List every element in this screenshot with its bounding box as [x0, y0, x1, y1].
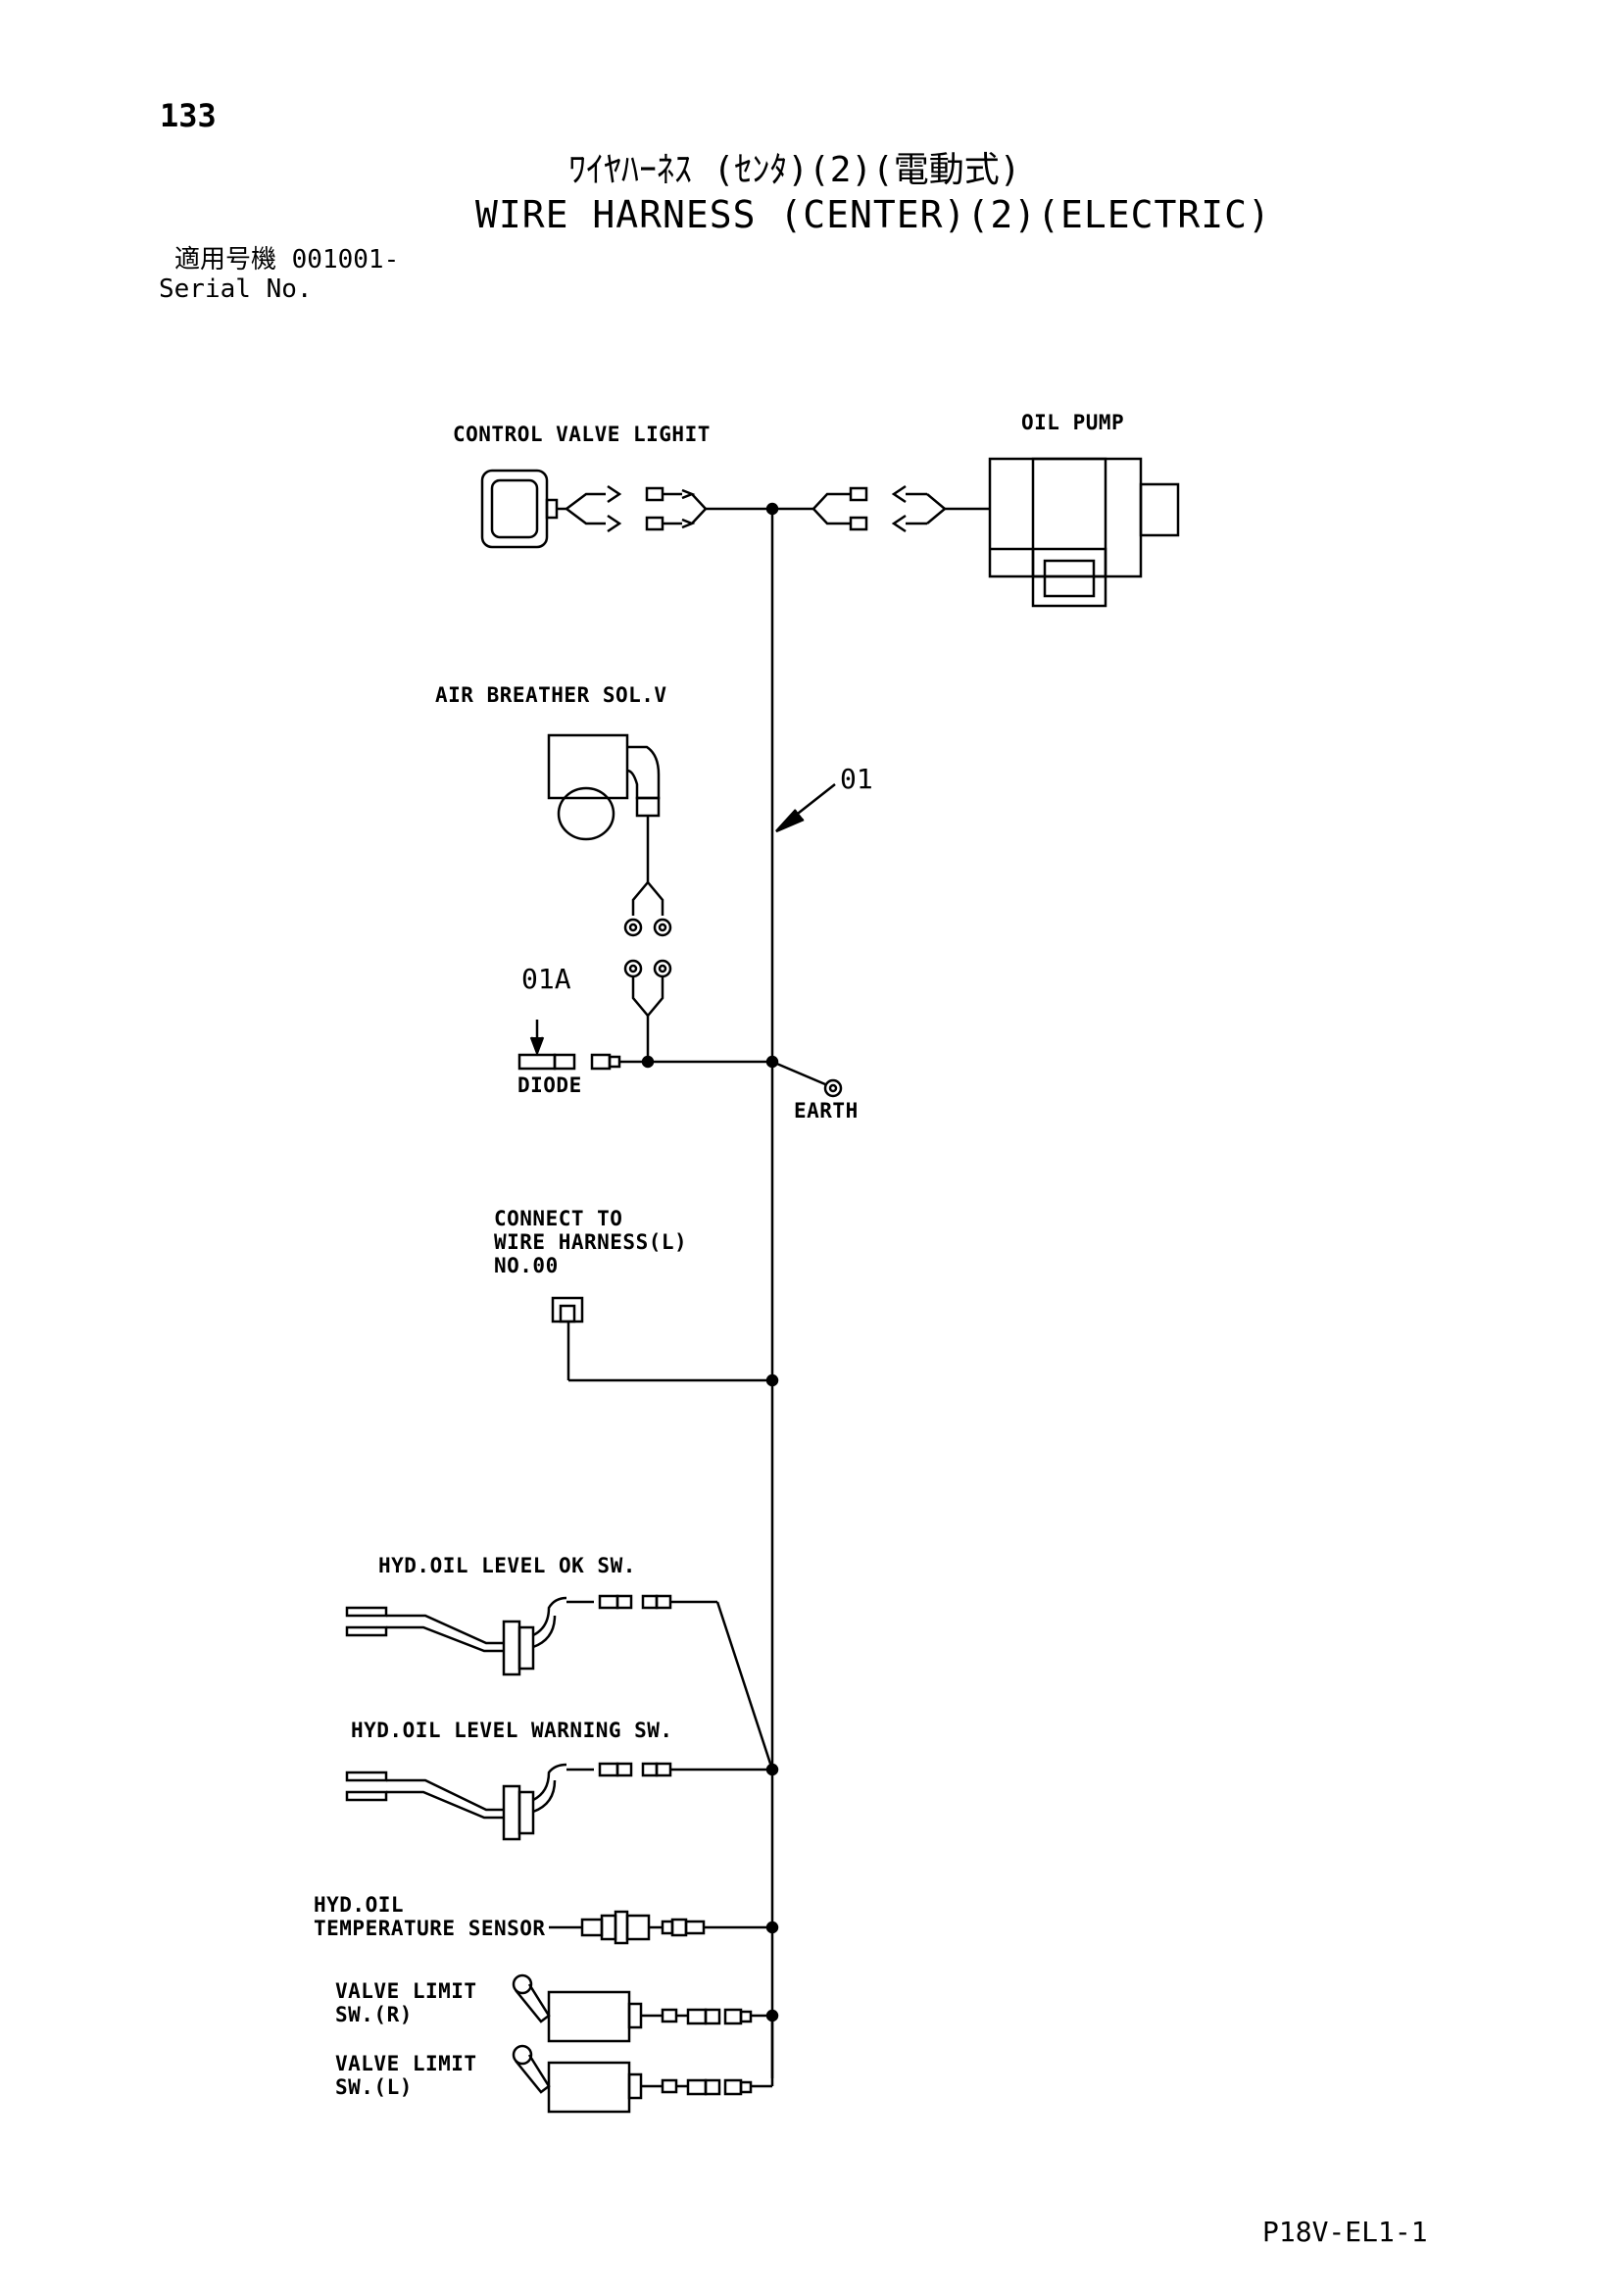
connector-icon [551, 1296, 772, 1382]
serial-label-japanese: 適用号機 001001- [174, 245, 400, 275]
part-leader-01 [775, 783, 836, 833]
connect-to-label-line2: WIRE HARNESS(L) [494, 1230, 688, 1254]
valve-limit-right-label-line1: VALVE LIMIT [335, 1979, 477, 2003]
valve-limit-switch-right-icon [512, 1973, 772, 2043]
oil-level-warning-switch-icon [345, 1762, 772, 1841]
page-title-japanese: ﾜｲﾔﾊｰﾈｽ (ｾﾝﾀ)(2)(電動式) [568, 150, 1021, 190]
junction-dot [765, 1763, 779, 1776]
page-title: WIRE HARNESS (CENTER)(2)(ELECTRIC) [475, 193, 1271, 236]
connect-to-label-line3: NO.00 [494, 1254, 559, 1277]
oil-level-ok-label: HYD.OIL LEVEL OK SW. [378, 1554, 636, 1577]
valve-limit-left-label-line2: SW.(L) [335, 2075, 413, 2099]
temperature-sensor-icon [549, 1910, 772, 1945]
oil-level-warning-label: HYD.OIL LEVEL WARNING SW. [351, 1719, 673, 1742]
junction-dot [641, 1055, 655, 1069]
air-breather-solenoid-icon [547, 733, 672, 1061]
page-number: 133 [160, 97, 217, 134]
temperature-sensor-label-line2: TEMPERATURE SENSOR [314, 1917, 546, 1940]
serial-label: Serial No. [159, 275, 313, 304]
diode-label: DIODE [517, 1073, 582, 1097]
earth-icon [771, 1060, 843, 1098]
air-breather-label: AIR BREATHER SOL.V [435, 683, 667, 707]
drawing-code: P18V-EL1-1 [1262, 2216, 1428, 2248]
earth-label: EARTH [794, 1099, 859, 1123]
part-code-diode: 01A [521, 963, 571, 995]
connect-to-label-line1: CONNECT TO [494, 1207, 623, 1230]
valve-limit-left-label-line1: VALVE LIMIT [335, 2052, 477, 2075]
oil-pump-icon [772, 457, 1180, 608]
control-valve-light-label: CONTROL VALVE LIGHIT [453, 423, 711, 446]
junction-dot [765, 1373, 779, 1387]
oil-pump-label: OIL PUMP [1021, 411, 1125, 434]
valve-limit-right-label-line2: SW.(R) [335, 2003, 413, 2026]
control-valve-light-icon [480, 469, 772, 549]
oil-level-ok-switch-icon [345, 1594, 774, 1771]
part-code-harness: 01 [840, 763, 873, 795]
junction-dot [765, 1921, 779, 1934]
valve-limit-switch-left-icon [512, 2016, 774, 2114]
temperature-sensor-label-line1: HYD.OIL [314, 1893, 405, 1917]
